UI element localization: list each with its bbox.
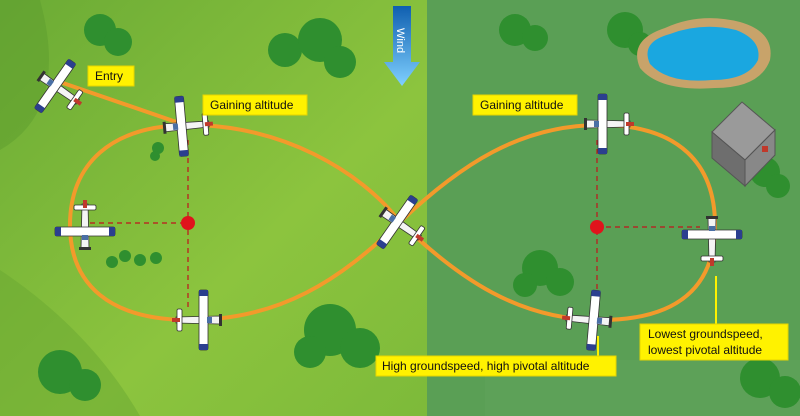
wind-arrow-icon: Wind xyxy=(384,6,420,86)
entry-label: Entry xyxy=(95,69,123,83)
gaining-altitude-right-label: Gaining altitude xyxy=(480,98,564,112)
left-field-shade-bottom xyxy=(0,270,140,416)
gaining-altitude-right-callout: Gaining altitude xyxy=(472,94,578,116)
wind-label: Wind xyxy=(394,28,406,53)
tree-icon xyxy=(150,142,164,161)
high-groundspeed-callout: High groundspeed, high pivotal altitude xyxy=(375,355,617,377)
tree-icon xyxy=(106,250,162,268)
pylon-icon xyxy=(181,216,195,230)
tree-icon xyxy=(513,250,574,297)
tree-icon xyxy=(268,18,356,78)
lowest-groundspeed-label-line2: lowest pivotal altitude xyxy=(648,343,762,357)
entry-track xyxy=(59,80,186,127)
left-field-shade xyxy=(0,0,49,150)
pond-icon xyxy=(637,18,771,89)
gaining-altitude-left-label: Gaining altitude xyxy=(210,98,294,112)
entry-callout: Entry xyxy=(87,65,135,87)
gaining-altitude-left-callout: Gaining altitude xyxy=(202,94,308,116)
barn-icon xyxy=(711,101,776,188)
tree-icon xyxy=(499,14,548,51)
tree-icon xyxy=(740,358,800,408)
tree-icon xyxy=(84,14,132,56)
lowest-groundspeed-callout: Lowest groundspeed, lowest pivotal altit… xyxy=(639,323,789,361)
lowest-groundspeed-label-line1: Lowest groundspeed, xyxy=(648,327,763,341)
high-groundspeed-label: High groundspeed, high pivotal altitude xyxy=(382,359,590,373)
tree-icon xyxy=(294,304,380,368)
tree-icon xyxy=(38,350,101,401)
pylon-icon xyxy=(590,220,604,234)
